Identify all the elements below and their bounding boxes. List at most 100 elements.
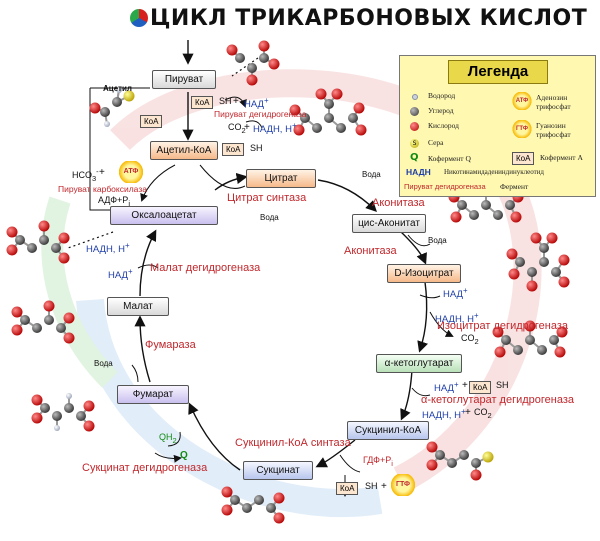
- arrow-to-isocitrate: [399, 230, 427, 265]
- enzyme-kg-dh: α-кетоглутарат дегидрогеназа: [421, 394, 575, 406]
- page-title: ЦИКЛ ТРИКАРБОНОВЫХ КИСЛОТ: [150, 6, 588, 31]
- box-fumarate: Фумарат: [117, 385, 189, 404]
- legend-enzyme: Фермент: [500, 182, 529, 191]
- arrow-to-succinyl-coa: [400, 369, 413, 421]
- box-cis-aconitate: цис-Аконитат: [352, 214, 426, 233]
- coa-badge-acetyl-coa: КоА: [222, 143, 245, 156]
- label-sh-2: SH: [250, 143, 263, 153]
- label-sh-1: SH: [219, 96, 232, 106]
- molecule-acetyl: [89, 87, 135, 127]
- label-hco3: HCO3-: [72, 167, 99, 183]
- box-oxaloacetate: Оксалоацетат: [110, 206, 218, 225]
- enzyme-succinate-dh: Сукцинат дегидрогеназа: [82, 462, 208, 474]
- label-plus-2: +: [244, 122, 250, 133]
- label-nadh-3: НАДН, Н+: [422, 407, 466, 422]
- box-succinyl-coa: Сукцинил-КоА: [347, 421, 429, 440]
- coenzyme-q-icon: Q: [410, 152, 419, 163]
- arrow-to-oxaloacetate: [139, 229, 157, 297]
- molecule-oxaloacetate: [6, 220, 70, 264]
- oxygen-atom-icon: [410, 122, 419, 131]
- label-nad-3: НАД+: [434, 380, 459, 395]
- enzyme-aconitase-2: Аконитаза: [344, 245, 397, 257]
- label-acetyl: Ацетил: [103, 84, 132, 93]
- legend-enzyme-sample: Пируват дегидрогеназа: [404, 182, 486, 191]
- molecule-pyruvate: [226, 40, 280, 86]
- atp-icon: АТФ: [118, 161, 144, 183]
- arrow-to-cis-aconitate: [317, 179, 377, 212]
- legend-gtp: Гуанозин трифосфат: [536, 121, 571, 139]
- legend-q: Кофермент Q: [428, 154, 471, 163]
- label-sh-4: SH: [365, 481, 378, 491]
- legend-coa: Кофермент А: [540, 153, 583, 162]
- coa-badge-acetyl: КоА: [140, 115, 163, 128]
- label-water-aconitase: Вода: [362, 170, 381, 179]
- gtp-icon: ГТФ: [390, 474, 416, 496]
- legend-atp-icon: АТФ: [512, 92, 532, 110]
- arrow-to-succinate: [315, 439, 356, 468]
- label-nadh-4: НАДН, Н+: [86, 241, 130, 256]
- label-nad-1: НАД+: [244, 96, 269, 111]
- enzyme-succinyl-synthase: Сукцинил-КоА синтаза: [235, 437, 351, 449]
- molecule-isocitrate: [506, 232, 570, 292]
- legend-gtp-icon: ГТФ: [512, 120, 532, 138]
- label-plus-1: +: [233, 96, 239, 107]
- label-sh-3: SH: [496, 380, 509, 390]
- cycle-arrows: [134, 40, 428, 471]
- label-plus-3: +: [99, 167, 105, 178]
- box-citrate: Цитрат: [246, 169, 316, 188]
- label-q: Q: [180, 450, 188, 461]
- arrow-to-malate: [134, 315, 151, 383]
- label-water-isocitrate: Вода: [428, 236, 447, 245]
- legend-title: Легенда: [448, 60, 548, 84]
- coa-badge-pyruvate: КоА: [191, 96, 214, 109]
- carbon-atom-icon: [410, 107, 419, 116]
- coa-badge-kg: КоА: [469, 381, 492, 394]
- legend-nadh: Никотинамидадениндинуклеотид: [444, 168, 544, 176]
- label-nad-4: НАД+: [108, 267, 133, 282]
- box-succinate: Сукцинат: [243, 461, 313, 480]
- label-plus-4: +: [462, 380, 468, 391]
- label-gdp: ГДФ+Pi: [363, 455, 393, 468]
- label-qh2: QH2: [159, 432, 177, 445]
- enzyme-citrate-synthase: Цитрат синтаза: [227, 192, 307, 204]
- legend-sulfur: Сера: [428, 138, 444, 147]
- hydrogen-atom-icon: [412, 94, 418, 100]
- box-ketoglutarate: α-кетоглутарат: [376, 354, 462, 373]
- legend-panel: Легенда Водород Углерод Кислород S Сера …: [399, 55, 596, 197]
- arrow-to-citrate: [214, 172, 248, 191]
- legend-oxygen: Кислород: [428, 121, 459, 130]
- label-nad-2: НАД+: [443, 286, 468, 301]
- legend-nadh-abbr: НАДН: [406, 167, 431, 177]
- label-water-fumarate: Вода: [94, 359, 113, 368]
- enzyme-pyruvate-carboxylase: Пируват карбоксилаза: [58, 184, 147, 194]
- molecule-succinate: [221, 486, 285, 524]
- molecule-malate: [11, 300, 75, 344]
- label-co2-2: CO2: [461, 333, 479, 346]
- sulfur-atom-icon: S: [410, 139, 419, 148]
- side-curves: [89, 87, 454, 497]
- box-acetyl-coa: Ацетил-КоА: [150, 141, 218, 160]
- molecule-ketoglutarate: [492, 320, 568, 358]
- enzyme-pyruvate-dh: Пируват дегидрогеназа: [214, 109, 307, 119]
- label-co2-1: CO2: [228, 122, 246, 135]
- enzyme-isocitrate-dh: Изоцитрат дегидрогеназа: [437, 320, 568, 332]
- legend-carbon: Углерод: [428, 106, 454, 115]
- legend-hydrogen: Водород: [428, 91, 456, 100]
- enzyme-malate-dh: Малат дегидрогеназа: [150, 262, 261, 274]
- label-co2-3: CO2: [474, 407, 492, 420]
- molecule-citrate: [289, 88, 367, 136]
- dotted-link-pyruvate: [231, 57, 259, 77]
- enzyme-aconitase-1: Аконитаза: [372, 197, 425, 209]
- coa-badge-succinyl: КоА: [336, 482, 359, 495]
- logo-icon: [130, 9, 148, 27]
- enzyme-fumarase: Фумараза: [145, 339, 196, 351]
- label-plus-5: +: [465, 407, 471, 418]
- label-nadh-1: НАДН, Н+: [253, 121, 297, 136]
- arrow-to-fumarate: [188, 402, 241, 471]
- legend-atp: Аденозин трифосфат: [536, 93, 571, 111]
- label-adp: АДФ+Pi: [98, 195, 130, 208]
- box-pyruvate: Пируват: [152, 70, 216, 89]
- molecule-succinyl-coa: [426, 441, 494, 481]
- arrow-to-ketoglutarate: [417, 281, 428, 353]
